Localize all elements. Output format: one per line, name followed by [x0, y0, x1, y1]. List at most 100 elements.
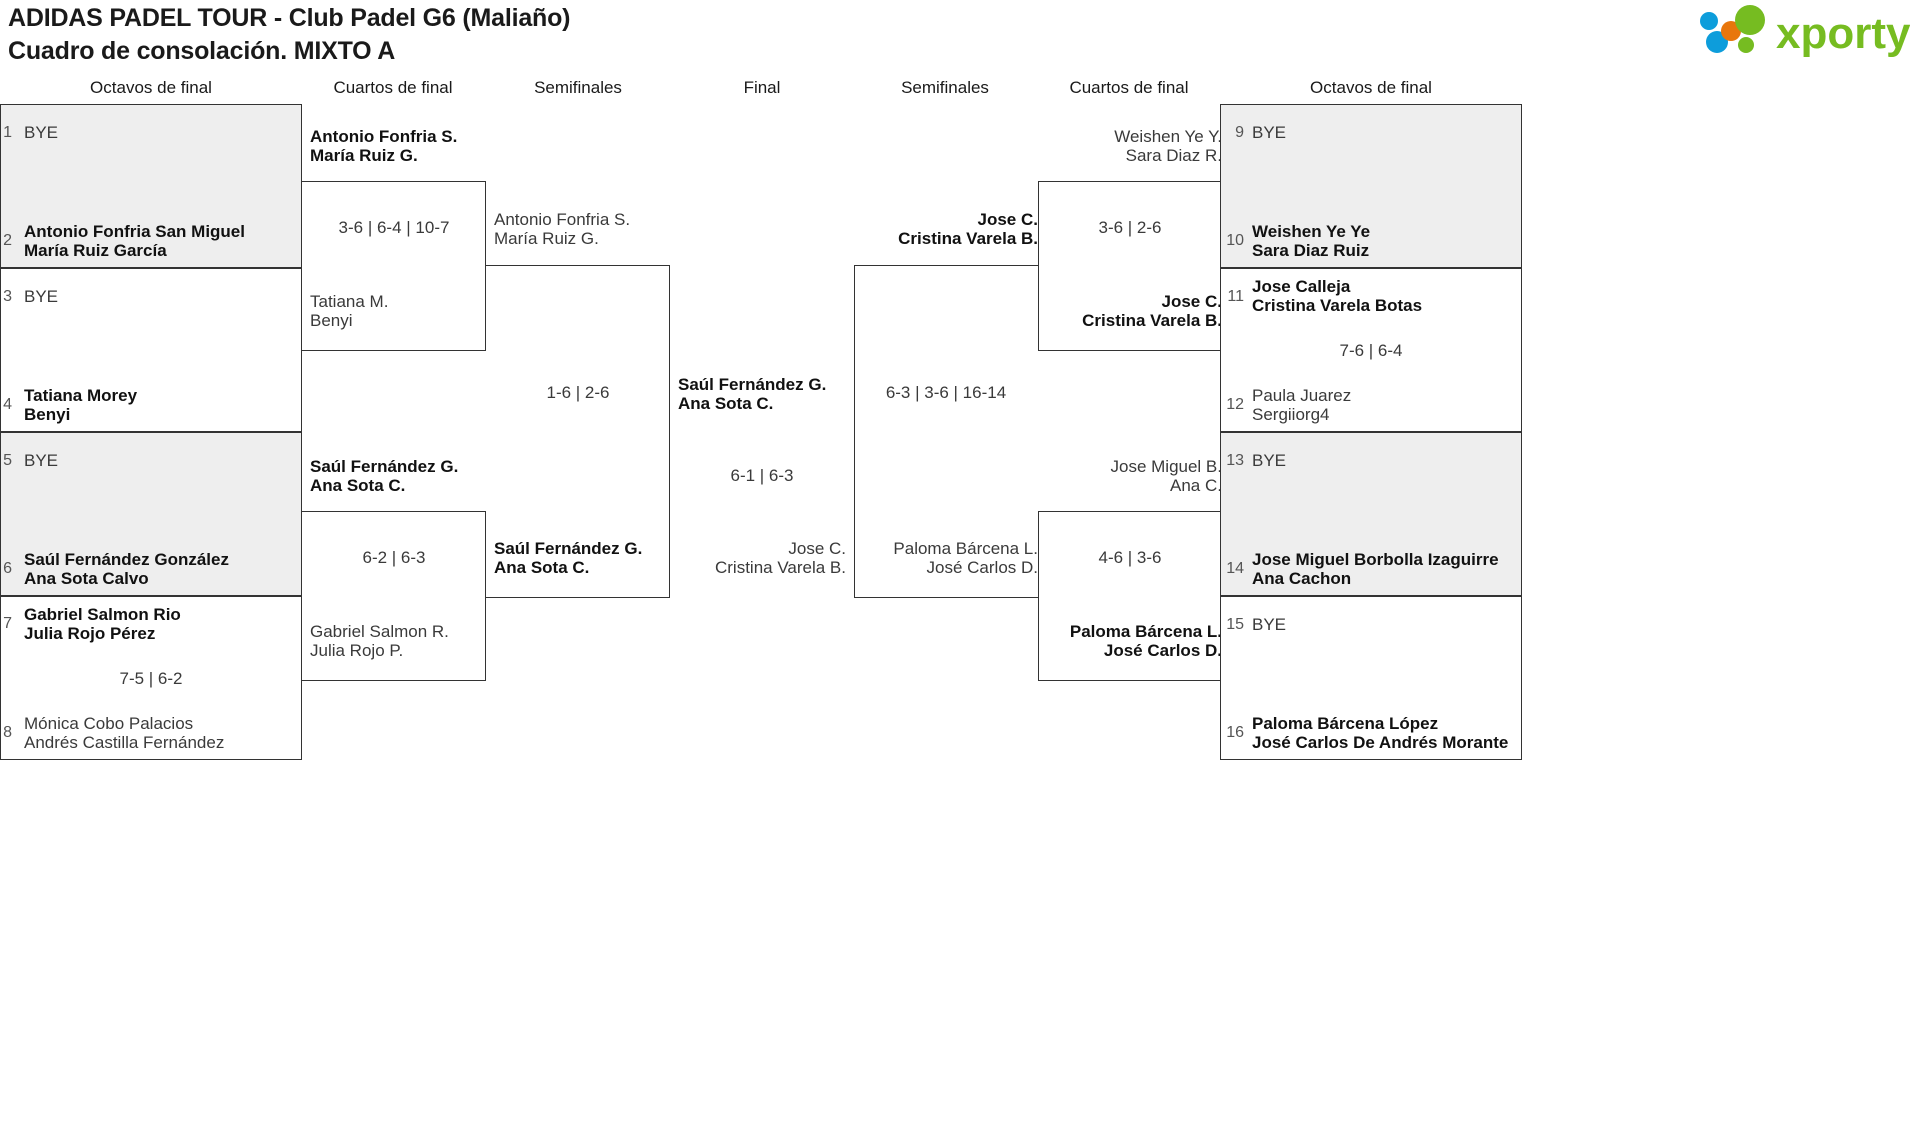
seed-number-6: 6 [3, 560, 12, 577]
page-header: ADIDAS PADEL TOUR - Club Padel G6 (Malia… [0, 0, 1920, 70]
entrant-right-r16-12-line2: Sergiiorg4 [1252, 405, 1330, 424]
seed-number-10: 10 [1226, 232, 1244, 249]
logo-dot-green-large [1735, 5, 1765, 35]
round-heading-left-r16: Octavos de final [90, 78, 212, 97]
logo-wordmark: xporty [1776, 9, 1910, 58]
match-box-left-r16-4[interactable] [0, 596, 302, 760]
entrant-final-left-line2: Ana Sota C. [678, 394, 774, 413]
round-heading-right-r16: Octavos de final [1310, 78, 1432, 97]
score-left-qf-2: 6-2 | 6-3 [362, 548, 426, 567]
score-final: 6-1 | 6-3 [730, 466, 794, 485]
entrant-right-r16-11-line2: Cristina Varela Botas [1252, 296, 1423, 315]
entrant-right-r16-10-line2: Sara Diaz Ruiz [1252, 241, 1370, 260]
bracket-subtitle: Cuadro de consolación. MIXTO A [8, 37, 396, 65]
entrant-left-r16-7-line1: Gabriel Salmon Rio [24, 605, 181, 624]
connector-right-sf-1 [854, 265, 1038, 598]
entrant-left-qf-3-line1: Saúl Fernández G. [310, 457, 459, 476]
score-right-r16-2: 7-6 | 6-4 [1339, 341, 1403, 360]
connector-left-qf-1 [302, 181, 486, 351]
entrant-right-sf-2-line2: José Carlos D. [926, 558, 1038, 577]
xporty-logo-svg: xporty [1700, 5, 1910, 58]
entrant-left-r16-1-bye: BYE [24, 123, 59, 142]
entrant-left-r16-2-line2: María Ruiz García [24, 241, 167, 260]
entrant-right-sf-2-line1: Paloma Bárcena L. [893, 539, 1038, 558]
entrant-left-r16-4-line1: Tatiana Morey [24, 386, 138, 405]
entrant-right-r16-11-line1: Jose Calleja [1252, 277, 1351, 296]
entrant-right-qf-4-line2: José Carlos D. [1103, 641, 1222, 660]
entrant-left-sf-2-line2: Ana Sota C. [494, 558, 590, 577]
round-heading-right-sf: Semifinales [901, 78, 989, 97]
entrant-final-left-line1: Saúl Fernández G. [678, 375, 827, 394]
match-box-left-r16-3[interactable] [0, 432, 302, 596]
seed-number-3: 3 [3, 288, 12, 305]
match-box-right-r16-2[interactable] [1220, 268, 1522, 432]
seed-number-9: 9 [1235, 124, 1244, 141]
entrant-right-qf-2-line2: Cristina Varela B. [1082, 311, 1222, 330]
entrant-left-qf-1-line2: María Ruiz G. [310, 146, 418, 165]
seed-number-15: 15 [1226, 616, 1244, 633]
seed-number-2: 2 [3, 232, 12, 249]
score-left-r16-4: 7-5 | 6-2 [119, 669, 183, 688]
entrant-left-qf-4-line1: Gabriel Salmon R. [310, 622, 449, 641]
entrant-left-sf-1-line1: Antonio Fonfria S. [494, 210, 631, 229]
seed-number-11: 11 [1227, 288, 1244, 305]
round-heading-left-sf: Semifinales [534, 78, 622, 97]
match-box-right-r16-4[interactable] [1220, 596, 1522, 760]
connector-right-qf-2 [1038, 511, 1222, 681]
entrant-left-r16-4-line2: Benyi [24, 405, 71, 424]
match-box-right-r16-1[interactable] [1220, 104, 1522, 268]
entrant-left-r16-8-line2: Andrés Castilla Fernández [24, 733, 225, 752]
entrant-left-sf-1-line2: María Ruiz G. [494, 229, 599, 248]
entrant-right-r16-16-line2: José Carlos De Andrés Morante [1252, 733, 1509, 752]
entrant-left-r16-7-line2: Julia Rojo Pérez [24, 624, 156, 643]
seed-number-5: 5 [3, 452, 12, 469]
entrant-right-r16-9-bye: BYE [1252, 123, 1287, 142]
seed-number-4: 4 [3, 396, 12, 413]
match-box-right-r16-3[interactable] [1220, 432, 1522, 596]
entrant-final-right-line1: Jose C. [788, 539, 846, 558]
round-heading-final: Final [743, 78, 781, 97]
entrant-right-r16-14-line2: Ana Cachon [1252, 569, 1352, 588]
match-box-left-r16-1[interactable] [0, 104, 302, 268]
page-title: ADIDAS PADEL TOUR - Club Padel G6 (Malia… [8, 2, 570, 68]
entrant-left-qf-1-line1: Antonio Fonfria S. [310, 127, 458, 146]
seed-number-7: 7 [3, 615, 12, 632]
entrant-left-sf-2-line1: Saúl Fernández G. [494, 539, 643, 558]
tournament-title: ADIDAS PADEL TOUR - Club Padel G6 (Malia… [8, 4, 571, 32]
logo-dot-green-small [1738, 37, 1754, 53]
seed-number-8: 8 [3, 724, 12, 741]
entrant-left-qf-2-line2: Benyi [310, 311, 353, 330]
logo-dot-orange [1721, 21, 1741, 41]
entrant-right-r16-16-line1: Paloma Bárcena López [1252, 714, 1439, 733]
entrant-right-qf-1-line1: Weishen Ye Y. [1114, 127, 1222, 146]
match-box-left-r16-2[interactable] [0, 268, 302, 432]
entrant-right-r16-14-line1: Jose Miguel Borbolla Izaguirre [1252, 550, 1499, 569]
entrant-left-r16-8-line1: Mónica Cobo Palacios [24, 714, 194, 733]
seed-number-16: 16 [1226, 724, 1244, 741]
entrant-right-qf-4-line1: Paloma Bárcena L. [1069, 622, 1222, 641]
entrant-right-qf-3-line2: Ana C. [1170, 476, 1222, 495]
entrant-right-qf-2-line1: Jose C. [1161, 292, 1222, 311]
entrant-left-r16-6-line2: Ana Sota Calvo [24, 569, 149, 588]
entrant-right-r16-10-line1: Weishen Ye Ye [1252, 222, 1371, 241]
score-left-sf-1: 1-6 | 2-6 [546, 383, 610, 402]
seed-number-14: 14 [1226, 560, 1244, 577]
entrant-left-qf-2-line1: Tatiana M. [310, 292, 389, 311]
entrant-left-r16-6-line1: Saúl Fernández González [24, 550, 229, 569]
xporty-logo: xporty [1690, 4, 1910, 60]
logo-dot-blue-bottom [1706, 31, 1728, 53]
seed-number-12: 12 [1226, 396, 1244, 413]
entrant-right-r16-12-line1: Paula Juarez [1252, 386, 1352, 405]
entrant-right-r16-15-bye: BYE [1252, 615, 1287, 634]
entrant-left-qf-3-line2: Ana Sota C. [310, 476, 406, 495]
score-right-sf-1: 6-3 | 3-6 | 16-14 [885, 383, 1007, 402]
connector-left-sf-1 [486, 265, 670, 598]
connector-right-qf-1 [1038, 181, 1222, 351]
entrant-right-qf-3-line1: Jose Miguel B. [1110, 457, 1223, 476]
connector-left-qf-2 [302, 511, 486, 681]
entrant-left-r16-5-bye: BYE [24, 451, 59, 470]
score-right-qf-2: 4-6 | 3-6 [1098, 548, 1162, 567]
entrant-left-r16-2-line1: Antonio Fonfria San Miguel [24, 222, 245, 241]
entrant-final-right-line2: Cristina Varela B. [714, 558, 846, 577]
